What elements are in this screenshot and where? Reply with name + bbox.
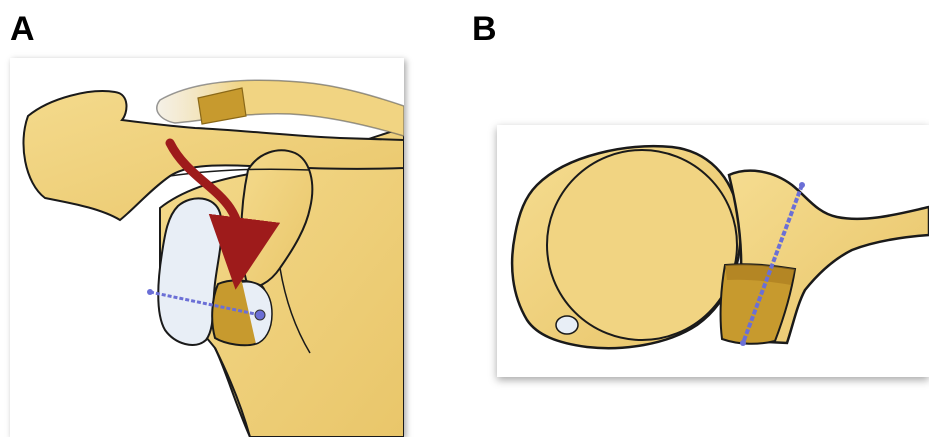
lesser-tuberosity: [556, 316, 578, 334]
figure-panel-b: [497, 125, 929, 377]
humeral-articular-surface: [547, 150, 737, 340]
shoulder-illustration-b: [497, 125, 929, 377]
panel-label-b: B: [472, 12, 497, 46]
shoulder-illustration-a: [10, 58, 404, 437]
figure-panel-a: [10, 58, 404, 437]
panel-label-a: A: [10, 12, 35, 46]
